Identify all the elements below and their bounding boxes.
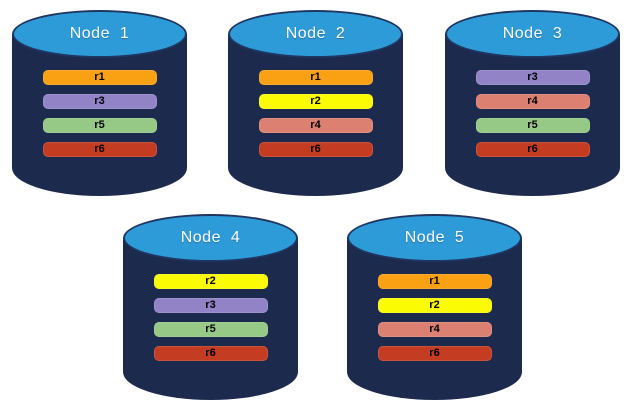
database-cylinder-icon: Node 5 — [347, 214, 522, 262]
replica-bar: r4 — [475, 94, 590, 109]
node-title: Node 4 — [180, 229, 241, 246]
node-title: Node 3 — [502, 25, 563, 42]
replica-bar: r1 — [377, 274, 492, 289]
replica-bar: r1 — [258, 70, 373, 85]
node-title: Node 1 — [69, 25, 130, 42]
replica-bar: r5 — [475, 118, 590, 133]
database-cylinder-icon: Node 1 — [12, 10, 187, 58]
replica-bar: r6 — [42, 142, 157, 157]
replica-bar: r1 — [42, 70, 157, 85]
replica-list: r1 r2 r4 r6 — [347, 274, 522, 361]
replica-bar: r4 — [377, 322, 492, 337]
replica-bar: r2 — [377, 298, 492, 313]
db-node: Node 2 r1 r2 r4 r6 — [228, 10, 403, 198]
replica-bar: r4 — [258, 118, 373, 133]
cylinder-body — [347, 238, 522, 400]
replica-bar: r5 — [42, 118, 157, 133]
database-cylinder-icon: Node 2 — [228, 10, 403, 58]
replica-list: r1 r2 r4 r6 — [228, 70, 403, 157]
replica-bar: r5 — [153, 322, 268, 337]
replica-list: r1 r3 r5 r6 — [12, 70, 187, 157]
cylinder-body — [12, 34, 187, 196]
replica-bar: r2 — [258, 94, 373, 109]
replica-bar: r6 — [153, 346, 268, 361]
replica-bar: r3 — [42, 94, 157, 109]
replica-bar: r3 — [153, 298, 268, 313]
node-title: Node 5 — [404, 229, 465, 246]
replica-bar: r6 — [258, 142, 373, 157]
replica-list: r2 r3 r5 r6 — [123, 274, 298, 361]
node-title: Node 2 — [285, 25, 346, 42]
db-node: Node 1 r1 r3 r5 r6 — [12, 10, 187, 198]
cylinder-body — [228, 34, 403, 196]
database-cylinder-icon: Node 4 — [123, 214, 298, 262]
db-node: Node 5 r1 r2 r4 r6 — [347, 214, 522, 402]
replica-bar: r6 — [377, 346, 492, 361]
cylinder-body — [123, 238, 298, 400]
db-node: Node 3 r3 r4 r5 r6 — [445, 10, 620, 198]
replica-list: r3 r4 r5 r6 — [445, 70, 620, 157]
db-node: Node 4 r2 r3 r5 r6 — [123, 214, 298, 402]
replica-bar: r6 — [475, 142, 590, 157]
replica-bar: r3 — [475, 70, 590, 85]
cylinder-body — [445, 34, 620, 196]
replica-bar: r2 — [153, 274, 268, 289]
database-cylinder-icon: Node 3 — [445, 10, 620, 58]
